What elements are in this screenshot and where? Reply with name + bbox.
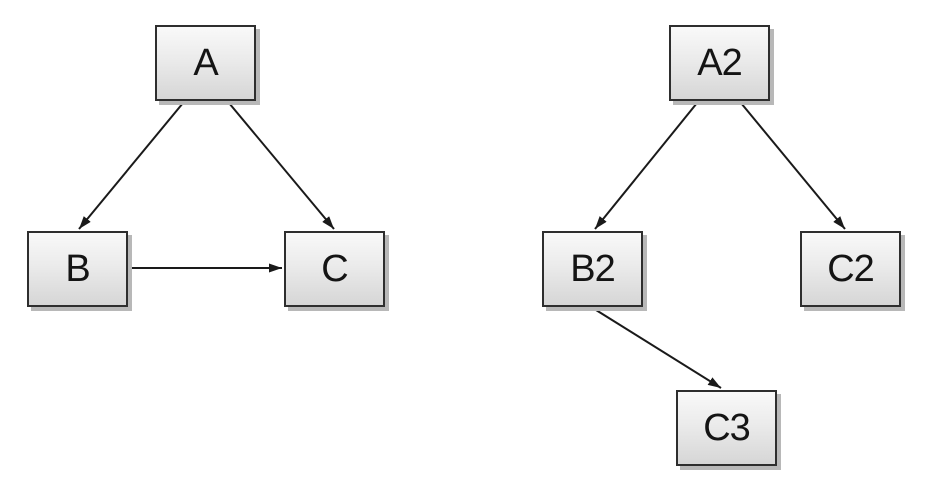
node-A-label: A [193,42,218,84]
node-C2-label: C2 [827,248,875,290]
node-C: C [284,231,385,307]
edge-A-to-C [228,102,335,230]
node-B-label: B [65,248,90,290]
node-B: B [27,231,128,307]
node-B2: B2 [542,231,643,307]
node-C3-label: C3 [703,407,751,449]
node-A2: A2 [669,25,770,101]
node-C3: C3 [676,390,777,466]
node-A: A [155,25,256,101]
node-A2-label: A2 [697,42,742,84]
node-C2: C2 [800,231,901,307]
edge-A2-to-B2 [594,102,698,230]
edge-B2-to-C3 [595,309,722,389]
node-C-label: C [321,248,348,290]
node-B2-label: B2 [570,248,615,290]
edge-A2-to-C2 [740,102,846,230]
edge-A-to-B [78,102,184,230]
